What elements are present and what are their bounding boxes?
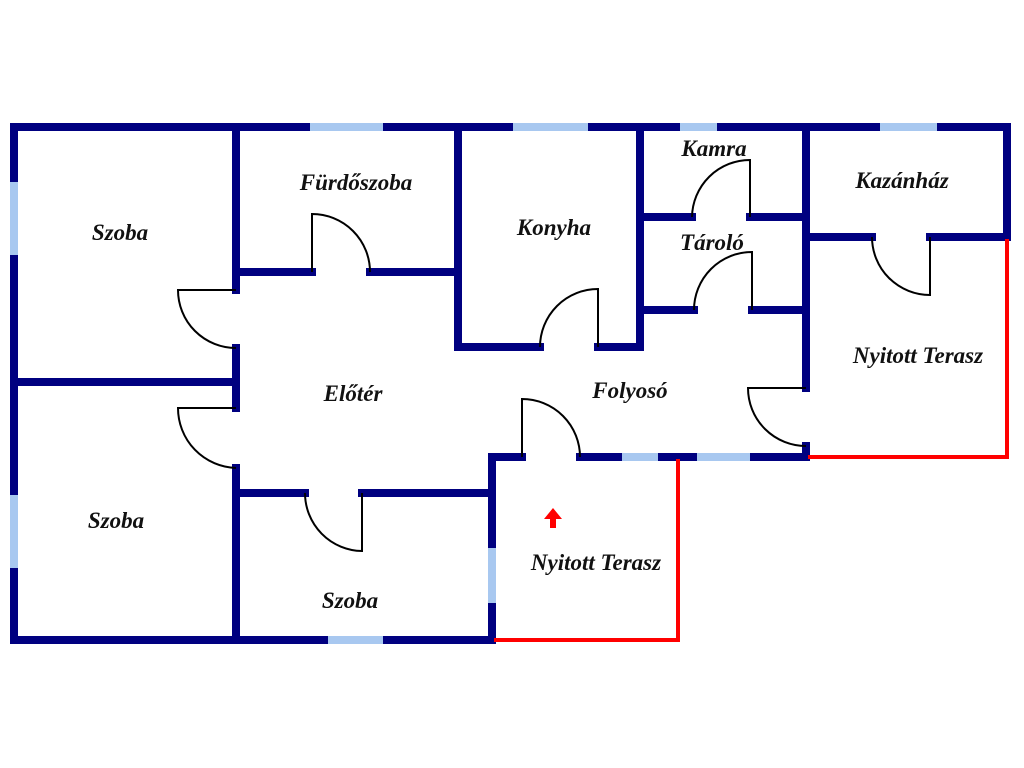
- door-kamra: [691, 158, 751, 218]
- door-konyha: [539, 287, 599, 348]
- walls: [10, 123, 1011, 644]
- room-labels: Szoba Fürdőszoba Konyha Kamra Tároló Kaz…: [88, 136, 983, 613]
- door-terasz: [746, 387, 807, 447]
- room-label-tarolo: Tároló: [680, 230, 744, 255]
- door-furdoszoba: [311, 212, 371, 273]
- room-label-kamra: Kamra: [680, 136, 746, 161]
- room-label-konyha: Konyha: [516, 215, 591, 240]
- arrow-up-icon: [544, 508, 562, 528]
- room-label-szoba-1: Szoba: [92, 220, 148, 245]
- room-label-szoba-2: Szoba: [88, 508, 144, 533]
- doors: [176, 158, 931, 553]
- door-kazanhaz: [871, 236, 931, 297]
- door-szoba-3: [304, 492, 363, 553]
- open-terrace-edges: [494, 239, 1009, 642]
- room-label-eloter: Előtér: [323, 381, 384, 406]
- door-szoba-1: [176, 289, 237, 349]
- room-label-folyoso: Folyosó: [591, 378, 667, 403]
- door-szoba-2: [176, 407, 237, 469]
- door-folyoso: [521, 397, 581, 458]
- door-tarolo: [693, 250, 753, 311]
- room-label-kazanhaz: Kazánház: [854, 168, 948, 193]
- room-label-szoba-3: Szoba: [322, 588, 378, 613]
- room-label-nyitott-terasz-2: Nyitott Terasz: [530, 550, 661, 575]
- room-label-furdoszoba: Fürdőszoba: [299, 170, 412, 195]
- room-label-nyitott-terasz-1: Nyitott Terasz: [852, 343, 983, 368]
- windows: [10, 123, 937, 644]
